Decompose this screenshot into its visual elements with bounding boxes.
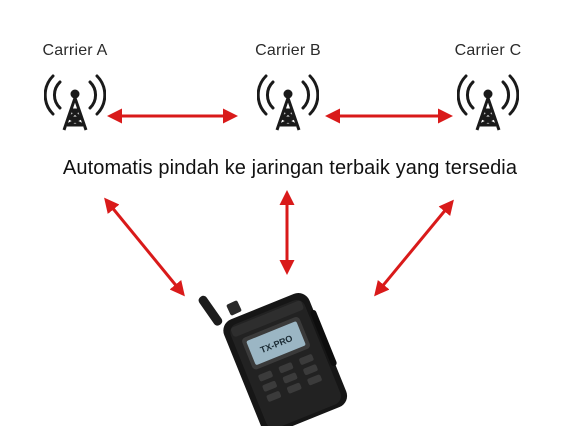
carrier-b-label: Carrier B [255,42,321,59]
carrier-c-label: Carrier C [454,42,522,59]
diagram-caption: Automatis pindah ke jaringan terbaik yan… [62,157,518,179]
carrier-a-tower-icon [44,74,106,131]
arrow-carrier-a-to-device [104,197,185,297]
carrier-a-label: Carrier A [42,42,108,59]
carrier-b-tower-icon [257,74,319,131]
arrow-carrier-c-to-device [374,199,454,297]
walkie-talkie-icon: TX-PRO [198,293,348,426]
carrier-c-tower-icon [457,74,519,131]
